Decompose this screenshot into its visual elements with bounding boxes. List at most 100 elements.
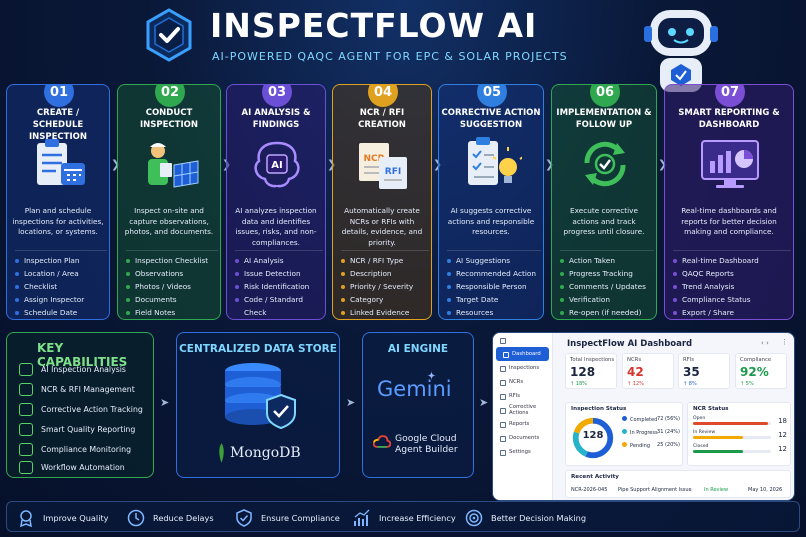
step-item: Action Taken [560, 254, 654, 267]
pager-arrows[interactable]: ‹ › [761, 339, 769, 347]
dashboard-nav-item[interactable]: Reports [493, 417, 552, 431]
ncr-row-label: In Review [693, 430, 716, 435]
legend-dot [622, 442, 627, 447]
step-item: Location / Area [15, 267, 107, 280]
arrow-right-icon: ➤ [160, 396, 170, 409]
step-number: 03 [262, 85, 292, 107]
data-store-panel: CENTRALIZED DATA STORE MongoDB [176, 332, 340, 478]
bar-chart-up-icon [354, 509, 370, 526]
gear-icon [19, 461, 33, 474]
capability-item: AI Inspection Analysis [19, 363, 126, 376]
kpi-label: RFIs [683, 357, 695, 363]
target-icon [465, 509, 483, 527]
benefit-item: Improve Quality [17, 509, 109, 527]
bar-chart-icon [19, 423, 33, 436]
dashboard-nav-item[interactable]: Corrective Actions [493, 403, 552, 417]
benefit-item: Increase Efficiency [353, 509, 456, 527]
step-item: Progress Tracking [560, 267, 654, 280]
step-number: 07 [715, 85, 745, 107]
step-title: SMART REPORTING & DASHBOARD [678, 108, 780, 130]
dashboard-nav-item[interactable]: NCRs [493, 375, 552, 389]
capability-item: Compliance Monitoring [19, 443, 131, 456]
arrow-right-icon: ➤ [479, 396, 489, 409]
step-item: QAQC Reports [673, 267, 791, 280]
step-item: Trend Analysis [673, 280, 791, 293]
step-item: Target Date [447, 293, 541, 306]
more-icon[interactable]: ⋮ [781, 338, 788, 346]
step-title: CORRECTIVE ACTION SUGGESTION [441, 108, 541, 130]
ncr-row-label: Open [693, 416, 706, 421]
activity-date: May 10, 2026 [748, 487, 783, 493]
step-description: Inspect on-site and capture observations… [124, 206, 214, 236]
capability-item: Workflow Automation [19, 461, 125, 474]
recent-activity-box: Recent Activity NCR-2026-045 Pipe Suppor… [565, 470, 791, 498]
svg-text:AI: AI [271, 160, 282, 171]
shield-icon [19, 443, 33, 456]
activity-id[interactable]: NCR-2026-045 [571, 487, 608, 493]
step-description: Plan and schedule inspections for activi… [12, 206, 104, 236]
ai-engine-title: AI ENGINE [387, 343, 449, 355]
ncr-row-value: 18 [778, 417, 787, 425]
sidebar-spacer [493, 333, 552, 347]
step-item: Issue Detection [235, 267, 323, 280]
ncr-bar-fill [693, 450, 744, 453]
capability-item: NCR & RFI Management [19, 383, 135, 396]
benefit-item: Reduce Delays [127, 509, 214, 527]
step-item: Description [341, 267, 429, 280]
dashboard-nav-item[interactable]: Documents [493, 431, 552, 445]
legend-label: Pending [630, 443, 650, 449]
step-item: Export / Share [673, 306, 791, 319]
gemini-sparkle-icon [427, 371, 436, 380]
dashboard-nav-item[interactable]: Dashboard [496, 347, 549, 361]
key-capabilities-title: KEY CAPABILITIES [37, 341, 128, 369]
step-item: Code / Standard Check [235, 293, 323, 319]
inspection-status-donut [572, 417, 614, 459]
ncr-bar-track [693, 436, 771, 439]
step-item: Photos / Videos [126, 280, 218, 293]
step-number: 05 [477, 85, 507, 107]
dashboard-nav-item[interactable]: RFIs [493, 389, 552, 403]
clipboard-calendar-icon [37, 139, 85, 185]
step-item: Category [341, 293, 429, 306]
step-item: Resources [447, 306, 541, 319]
step-item: AI Suggestions [447, 254, 541, 267]
step-description: Execute corrective actions and track pro… [563, 206, 645, 236]
step-title: IMPLEMENTATION & FOLLOW UP [556, 108, 652, 130]
kpi-delta: ↑ 5% [740, 381, 754, 387]
step-item: Comments / Updates [560, 280, 654, 293]
donut-total: 128 [582, 430, 604, 441]
arrow-right-icon: ❯ [111, 158, 121, 171]
step-item: Severity Assessment [235, 319, 323, 320]
step-item: Inspection Plan [15, 254, 107, 267]
mongodb-leaf-icon [219, 443, 224, 463]
step-item: Schedule Date [15, 306, 107, 319]
dashboard-nav-item[interactable]: Settings [493, 445, 552, 459]
key-capabilities-panel: KEY CAPABILITIES AI Inspection Analysis … [6, 332, 154, 478]
ai-brain-icon: AI [254, 141, 300, 188]
step-item: Field Notes [126, 306, 218, 319]
step-item: NCR / RFI Type [341, 254, 429, 267]
gemini-logo: Gemini [377, 377, 452, 401]
data-store-title: CENTRALIZED DATA STORE [179, 343, 337, 355]
ncr-row-label: Closed [693, 444, 709, 449]
capability-item: Smart Quality Reporting [19, 423, 135, 436]
dashboard-nav-item[interactable]: Inspections [493, 361, 552, 375]
step-title: CREATE / SCHEDULE INSPECTION [29, 108, 87, 142]
step-item: Real-time Dashboard [673, 254, 791, 267]
